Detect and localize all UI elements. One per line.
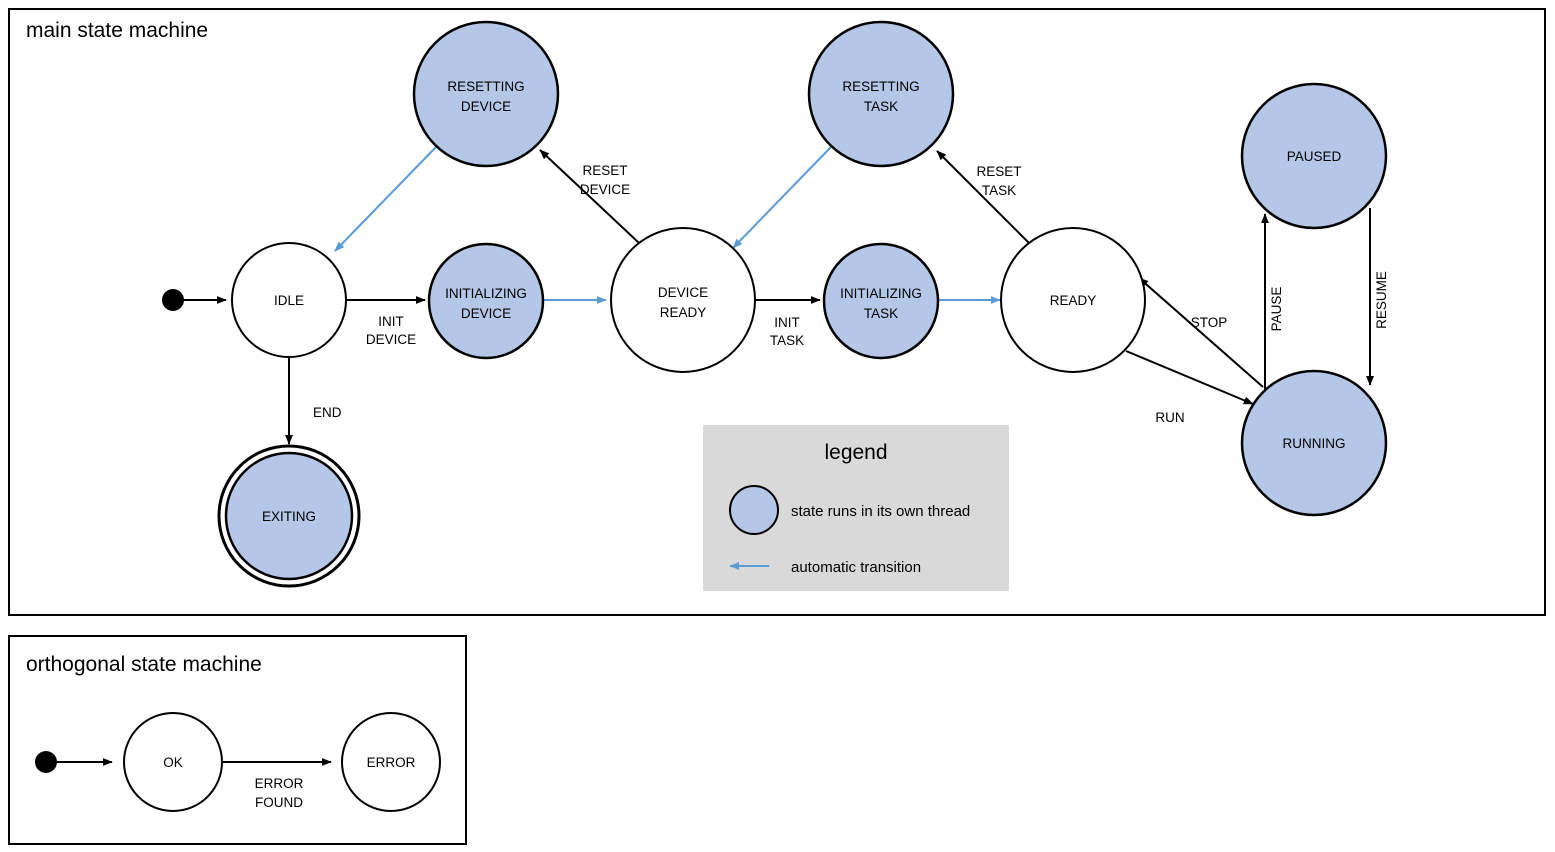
state-label-resetting-device-line2: DEVICE [461, 99, 511, 114]
transition-resetting-device-to-idle [334, 146, 437, 252]
transition-ready-to-running: RUN [1125, 350, 1254, 425]
initial-state-marker-main [162, 289, 184, 311]
legend-title: legend [824, 441, 887, 464]
edge-label-pause: PAUSE [1269, 287, 1284, 332]
edge-label-reset-task-line1: RESET [976, 164, 1021, 179]
edge-label-reset-device-line1: RESET [582, 163, 627, 178]
edge-label-reset-task-line2: TASK [982, 183, 1016, 198]
state-device-ready[interactable]: DEVICE READY [610, 227, 756, 373]
state-ok[interactable]: OK [123, 712, 223, 812]
state-running[interactable]: RUNNING [1240, 369, 1388, 517]
transition-resetting-task-to-device-ready [732, 146, 832, 249]
state-label-error: ERROR [367, 755, 416, 770]
transition-idle-to-exiting: END [285, 357, 342, 445]
legend-auto-transition-label: automatic transition [791, 559, 921, 576]
transition-device-ready-to-resetting-device: RESET DEVICE [539, 149, 640, 244]
state-initializing-device[interactable]: INITIALIZING DEVICE [427, 242, 545, 360]
legend-thread-state-swatch [729, 485, 779, 535]
state-paused[interactable]: PAUSED [1240, 82, 1388, 230]
transition-paused-to-running: RESUME [1366, 208, 1389, 386]
state-label-initializing-task-line2: TASK [864, 306, 898, 321]
transition-running-to-paused: PAUSE [1261, 213, 1284, 395]
state-label-idle: IDLE [274, 293, 304, 308]
initial-state-marker-orthogonal [35, 751, 57, 773]
transition-running-to-ready: STOP [1138, 277, 1264, 388]
legend-thread-state-label: state runs in its own thread [791, 503, 970, 520]
state-exiting[interactable]: EXITING [217, 444, 361, 588]
state-label-resetting-task-line2: TASK [864, 99, 898, 114]
edge-label-run: RUN [1155, 410, 1184, 425]
state-label-ok: OK [163, 755, 183, 770]
state-label-initializing-device-line2: DEVICE [461, 306, 511, 321]
state-error[interactable]: ERROR [341, 712, 441, 812]
transition-device-ready-to-initializing-task: INIT TASK [756, 296, 821, 348]
state-label-paused: PAUSED [1287, 149, 1342, 164]
state-label-initializing-task-line1: INITIALIZING [840, 286, 922, 301]
state-resetting-device[interactable]: RESETTING DEVICE [412, 20, 560, 168]
orthogonal-state-machine-frame [8, 635, 467, 845]
state-label-ready: READY [1050, 293, 1097, 308]
edge-label-init-task-line1: INIT [774, 315, 800, 330]
transition-ready-to-resetting-task: RESET TASK [936, 150, 1030, 244]
state-label-running: RUNNING [1283, 436, 1346, 451]
state-label-device-ready-line1: DEVICE [658, 285, 708, 300]
state-initializing-task[interactable]: INITIALIZING TASK [822, 242, 940, 360]
state-label-exiting: EXITING [262, 509, 316, 524]
transition-ortho-ok-to-error: ERROR FOUND [222, 758, 332, 810]
orthogonal-state-machine-title: orthogonal state machine [26, 653, 262, 676]
state-idle[interactable]: IDLE [231, 242, 347, 358]
edge-label-resume: RESUME [1374, 271, 1389, 329]
edge-label-end: END [313, 405, 342, 420]
edge-label-reset-device-line2: DEVICE [580, 182, 630, 197]
transition-idle-to-initializing-device: INIT DEVICE [346, 296, 426, 347]
edge-label-init-device-line2: DEVICE [366, 332, 416, 347]
state-ready[interactable]: READY [1000, 227, 1146, 373]
state-label-resetting-device-line1: RESETTING [447, 79, 524, 94]
state-label-initializing-device-line1: INITIALIZING [445, 286, 527, 301]
state-resetting-task[interactable]: RESETTING TASK [807, 20, 955, 168]
edge-label-error-found-line1: ERROR [255, 776, 304, 791]
edge-label-error-found-line2: FOUND [255, 795, 303, 810]
state-label-device-ready-line2: READY [660, 305, 707, 320]
state-label-resetting-task-line1: RESETTING [842, 79, 919, 94]
edge-label-stop: STOP [1191, 315, 1228, 330]
main-state-machine-title: main state machine [26, 19, 208, 42]
edge-label-init-device-line1: INIT [378, 314, 404, 329]
edge-label-init-task-line2: TASK [770, 333, 804, 348]
main-state-machine-frame [8, 8, 1546, 616]
legend: legend state runs in its own thread auto… [703, 425, 1009, 591]
